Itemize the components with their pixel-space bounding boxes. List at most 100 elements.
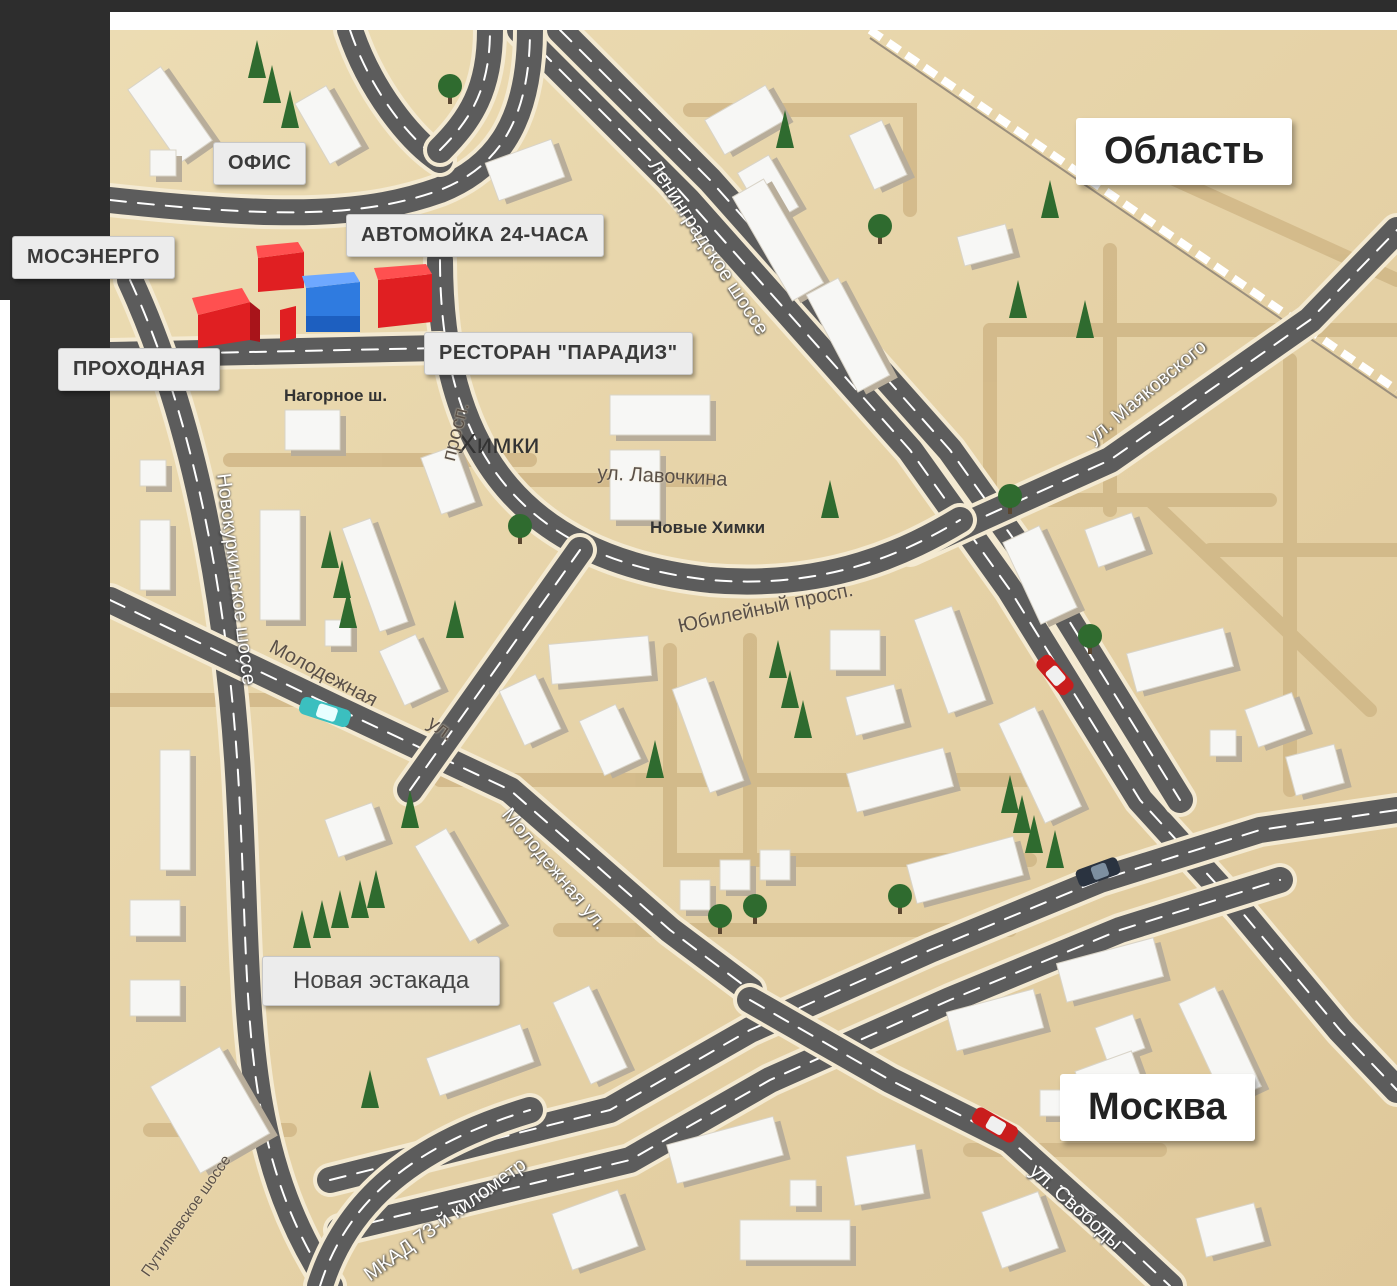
road-mkad-2 <box>323 863 1297 1247</box>
road-molodezhnaya <box>110 583 767 1007</box>
building <box>906 835 1031 908</box>
tree <box>769 640 787 678</box>
tree <box>1046 830 1064 868</box>
callout-avtomoika[interactable]: АВТОМОЙКА 24-ЧАСА <box>346 214 604 257</box>
building <box>1195 1202 1272 1262</box>
building <box>845 683 912 741</box>
tree <box>708 904 732 934</box>
tree <box>313 900 331 938</box>
building <box>420 445 483 518</box>
tree <box>1076 300 1094 338</box>
tree <box>438 74 462 104</box>
tree <box>888 884 912 914</box>
building <box>129 979 186 1022</box>
building <box>956 223 1021 271</box>
place-novye-khimki: Новые Химки <box>650 518 766 537</box>
building <box>284 409 346 456</box>
building <box>551 1189 646 1274</box>
building <box>997 706 1090 827</box>
tree <box>1041 180 1059 218</box>
tree <box>508 514 532 544</box>
building <box>414 827 510 944</box>
building <box>666 1115 791 1188</box>
building <box>759 849 796 886</box>
tree <box>446 600 464 638</box>
tree <box>263 65 281 103</box>
callout-ofis[interactable]: ОФИС <box>213 142 307 185</box>
tree <box>1001 775 1019 813</box>
building <box>1084 512 1154 571</box>
car-red-bottom <box>971 1107 1019 1143</box>
callout-restoran[interactable]: РЕСТОРАН "ПАРАДИЗ" <box>424 332 693 375</box>
car-red-top <box>1036 654 1074 696</box>
tree <box>781 670 799 708</box>
building <box>980 1190 1067 1273</box>
building <box>324 802 394 861</box>
tree <box>821 480 839 518</box>
building <box>671 676 752 797</box>
tree <box>776 110 794 148</box>
tree <box>293 910 311 948</box>
road-center-diagonal <box>393 533 597 807</box>
building <box>498 673 569 749</box>
building <box>139 519 176 596</box>
tree <box>339 590 357 628</box>
tree <box>367 870 385 908</box>
road-leningradskoe <box>503 30 1397 1107</box>
building <box>159 749 196 876</box>
building <box>149 149 182 182</box>
target-buildings <box>192 242 432 348</box>
building <box>1125 627 1241 697</box>
car-dark <box>1075 857 1121 887</box>
building <box>1285 743 1352 801</box>
frame-top <box>0 0 1397 12</box>
tree <box>1009 280 1027 318</box>
ofis-building <box>256 242 304 292</box>
building <box>324 619 357 652</box>
building <box>704 84 794 158</box>
building <box>609 394 716 441</box>
tree <box>743 894 767 924</box>
place-nagornoe: Нагорное ш. <box>284 386 388 405</box>
building <box>139 459 172 492</box>
road-left-loop <box>303 1093 547 1286</box>
region-label-moskva: Москва <box>1060 1074 1255 1141</box>
building <box>127 65 221 165</box>
building <box>425 1023 542 1100</box>
region-label-oblast: Область <box>1076 118 1293 185</box>
restoran-building <box>374 264 432 328</box>
car-teal <box>299 696 351 728</box>
prokhodnaya-building <box>280 306 296 342</box>
building <box>945 988 1051 1056</box>
callout-mosenergo[interactable]: МОСЭНЕРГО <box>12 236 175 279</box>
building <box>378 633 449 709</box>
mosenergo-building <box>192 288 260 348</box>
tree <box>361 1070 379 1108</box>
building <box>679 879 716 916</box>
tree <box>333 560 351 598</box>
building <box>578 703 649 779</box>
building <box>341 517 416 636</box>
building <box>719 859 756 896</box>
major-roads <box>110 30 1397 1286</box>
callout-estakada[interactable]: Новая эстакада <box>262 956 501 1006</box>
building <box>845 747 961 817</box>
frame-gap <box>0 300 10 1286</box>
road-novokurkinskoe <box>113 263 347 1286</box>
building <box>1055 937 1171 1007</box>
cars <box>299 654 1121 1143</box>
tree <box>331 890 349 928</box>
frame-left <box>0 0 110 1286</box>
building <box>845 1143 931 1211</box>
building <box>1002 525 1086 628</box>
map-canvas[interactable] <box>110 30 1397 1286</box>
buildings <box>127 65 1352 1274</box>
avtomoika-building <box>302 272 360 332</box>
tree <box>794 700 812 738</box>
trees <box>248 40 1102 1108</box>
callout-prokhodnaya[interactable]: ПРОХОДНАЯ <box>58 348 221 391</box>
building <box>547 635 659 690</box>
road-top-right-small <box>423 30 507 167</box>
tree <box>281 90 299 128</box>
building <box>913 605 994 718</box>
